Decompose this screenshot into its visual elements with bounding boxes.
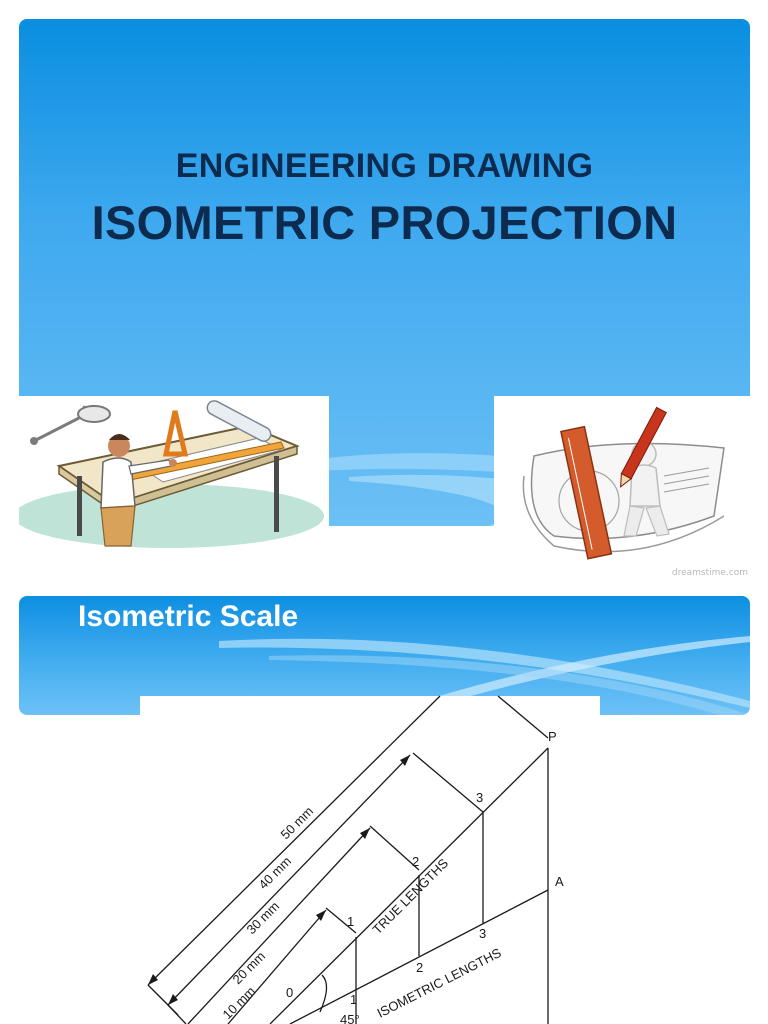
isometric-lengths-label: ISOMETRIC LENGTHS — [375, 945, 504, 1021]
slide-subtitle: ENGINEERING DRAWING — [175, 147, 594, 185]
slide-title: ISOMETRIC PROJECTION — [91, 196, 678, 249]
tick-true-2: 2 — [412, 854, 419, 869]
drafter-image — [14, 396, 329, 554]
isometric-scale-slide: Isometric Scale — [19, 596, 750, 715]
watermark-text: dreamstime.com — [671, 568, 748, 578]
tick-iso-2: 2 — [416, 960, 423, 975]
dim-label-10: 10 mm — [220, 983, 259, 1022]
tick-iso-1: 1 — [350, 992, 357, 1007]
point-label-p: P — [548, 729, 557, 744]
tick-iso-3: 3 — [479, 926, 486, 941]
tick-true-3: 3 — [476, 790, 483, 805]
tick-true-0: 0 — [286, 985, 293, 1000]
isometric-scale-diagram: P A 3 2 1 0 3 2 1 45° 50 mm 40 mm 30 mm … — [140, 695, 600, 1024]
angle-label: 45° — [340, 1012, 360, 1024]
slide-title: Isometric Scale — [78, 600, 299, 633]
drafter-at-drawing-table-icon — [14, 400, 324, 548]
true-lengths-label: TRUE LENGTHS — [370, 855, 452, 937]
figure-with-ruler-and-pencil-icon — [522, 406, 725, 560]
tick-true-1: 1 — [347, 914, 354, 929]
point-label-a: A — [555, 874, 564, 889]
dim-label-50: 50 mm — [278, 803, 317, 842]
ruler-figure-image: dreamstime.com — [494, 396, 758, 580]
dim-label-30: 30 mm — [244, 898, 283, 937]
true-length-line — [269, 747, 549, 1024]
isometric-length-line — [289, 889, 549, 1024]
decorative-swoosh — [219, 636, 750, 715]
dim-label-20: 20 mm — [230, 948, 269, 987]
